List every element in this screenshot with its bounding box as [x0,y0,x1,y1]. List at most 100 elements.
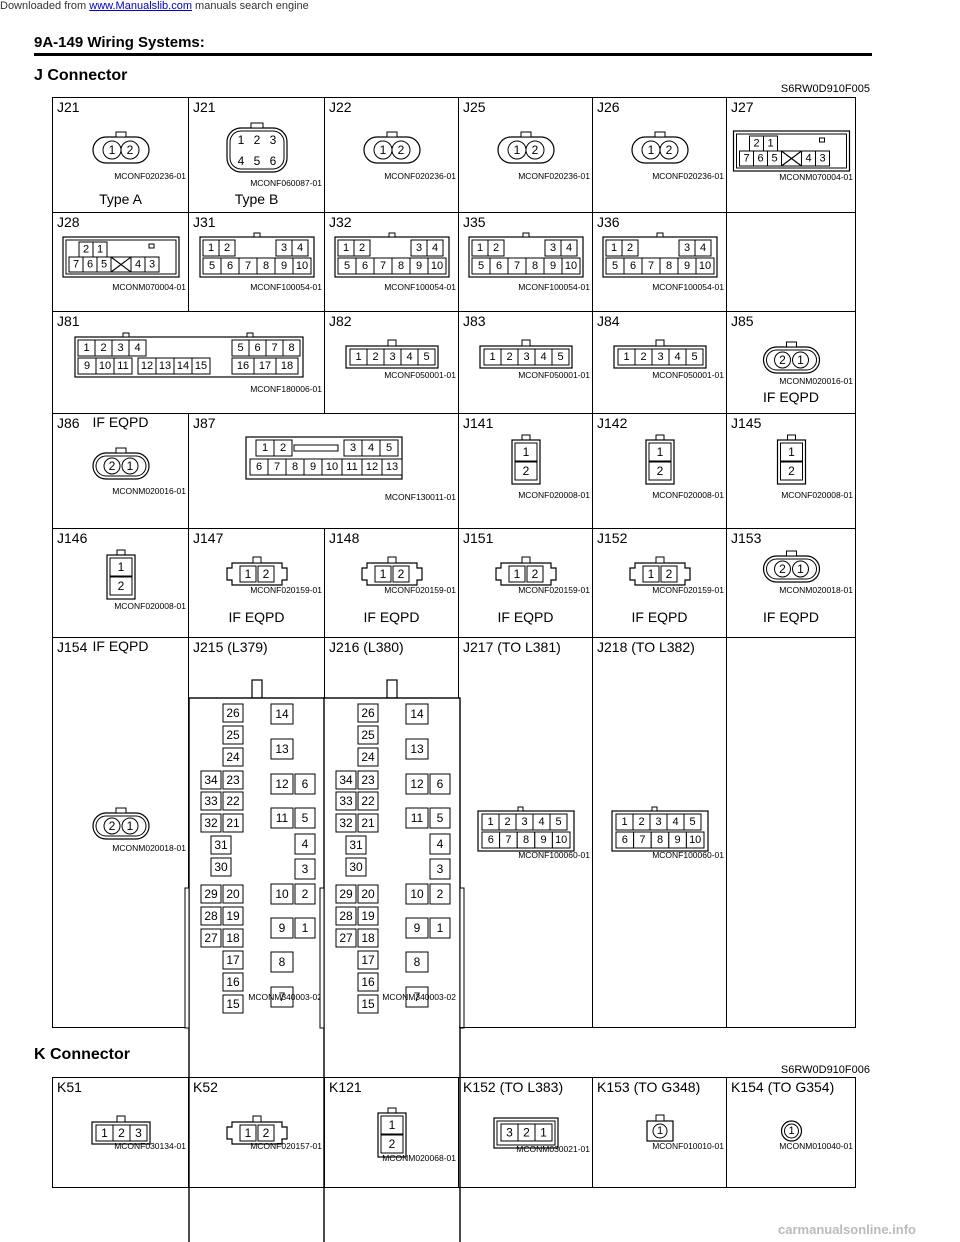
pin-label: 1 [83,342,89,354]
part-code: MCONF010010-01 [652,1141,724,1151]
pin-label: 6 [302,777,309,791]
pin-label: 28 [339,909,353,923]
part-code: MCONM020018-01 [779,585,853,595]
pin-label: 3 [270,133,277,147]
connector-label: J26 [597,99,620,115]
pin-label: 25 [226,728,240,742]
pin-label: 2 [493,242,499,254]
pin-label: 7 [279,990,286,1004]
part-code: MCONF020008-01 [114,601,186,611]
manualslib-link[interactable]: www.Manualslib.com [89,0,192,12]
pin-label: 2 [788,464,795,478]
connector-label: J152 [597,530,628,546]
pin-label: 12 [275,777,289,791]
pin-label: 7 [73,259,79,271]
pin-label: 3 [149,259,155,271]
connector-label: K121 [329,1079,362,1095]
pin-label: 1 [788,445,795,459]
part-code: MCONF020159-01 [518,585,590,595]
part-code: MCONF020236-01 [114,171,186,181]
pin-label: 1 [355,351,361,363]
pin-label: 4 [538,816,544,828]
pin-label: 26 [361,706,375,720]
pin-label: 3 [819,153,825,165]
j-connector-code: S6RW0D910F005 [780,83,870,95]
pin-label: 13 [386,461,398,473]
pin-label: 5 [254,154,261,168]
pin-label: 1 [797,562,804,576]
pin-label: 1 [797,353,804,367]
connector-label: J216 (L380) [329,639,404,655]
connector-1pin-female-diagram: 1 [646,1114,674,1142]
connector-2pin-vertical-diagram: 12 [645,434,675,485]
connector-label: K154 (TO G354) [731,1079,835,1095]
connector-label: J215 (L379) [193,639,268,655]
pin-label: 2 [779,562,786,576]
pin-label: 1 [657,1125,663,1137]
part-code: MCONF050001-01 [518,370,590,380]
connector-label: K153 (TO G348) [597,1079,701,1095]
pin-label: 2 [83,244,89,256]
part-code: MCONF180006-01 [250,384,322,394]
part-code: MCONF020236-01 [518,171,590,181]
pin-label: 8 [279,955,286,969]
connector-2pin-vertical-diagram: 12 [511,434,541,485]
pin-label: 6 [437,777,444,791]
pin-label: 12 [141,360,153,372]
pin-label: 1 [648,567,655,581]
pin-label: 14 [410,707,424,721]
part-code: MCONM030021-01 [516,1144,590,1154]
connector-1pin-male-diagram: 1 [780,1120,803,1142]
part-code: MCONF020157-01 [250,1141,322,1151]
connector-label: J21 [57,99,80,115]
pin-label: 16 [226,975,240,989]
connector-34pin-diagram: 2625242322212019181716153433322928273130… [319,679,465,1242]
pin-label: 32 [339,816,353,830]
pin-label: 1 [437,921,444,935]
pin-label: 17 [361,953,375,967]
pin-label: 1 [657,445,664,459]
connector-label: J32 [329,214,352,230]
empty-cell [727,213,856,312]
pin-label: 14 [275,707,289,721]
pin-label: 3 [684,242,690,254]
pin-label: 22 [361,794,375,808]
connector-label: J35 [463,214,486,230]
pin-label: 4 [135,259,141,271]
pin-label: 1 [245,1126,252,1140]
pin-label: 8 [398,260,404,272]
part-code: MCONF020008-01 [652,490,724,500]
pin-label: 3 [389,351,395,363]
pin-label: 13 [159,360,171,372]
part-code: MCONF100054-01 [518,282,590,292]
pin-label: 6 [227,260,233,272]
pin-label: 2 [398,143,405,157]
pin-label: 25 [361,728,375,742]
pin-label: 20 [226,887,240,901]
pin-label: 10 [689,834,701,846]
pin-label: 1 [101,1126,108,1140]
part-code: MCONM020018-01 [112,843,186,853]
part-code: MCONF020008-01 [518,490,590,500]
pin-label: 2 [398,567,405,581]
pin-label: 2 [506,351,512,363]
